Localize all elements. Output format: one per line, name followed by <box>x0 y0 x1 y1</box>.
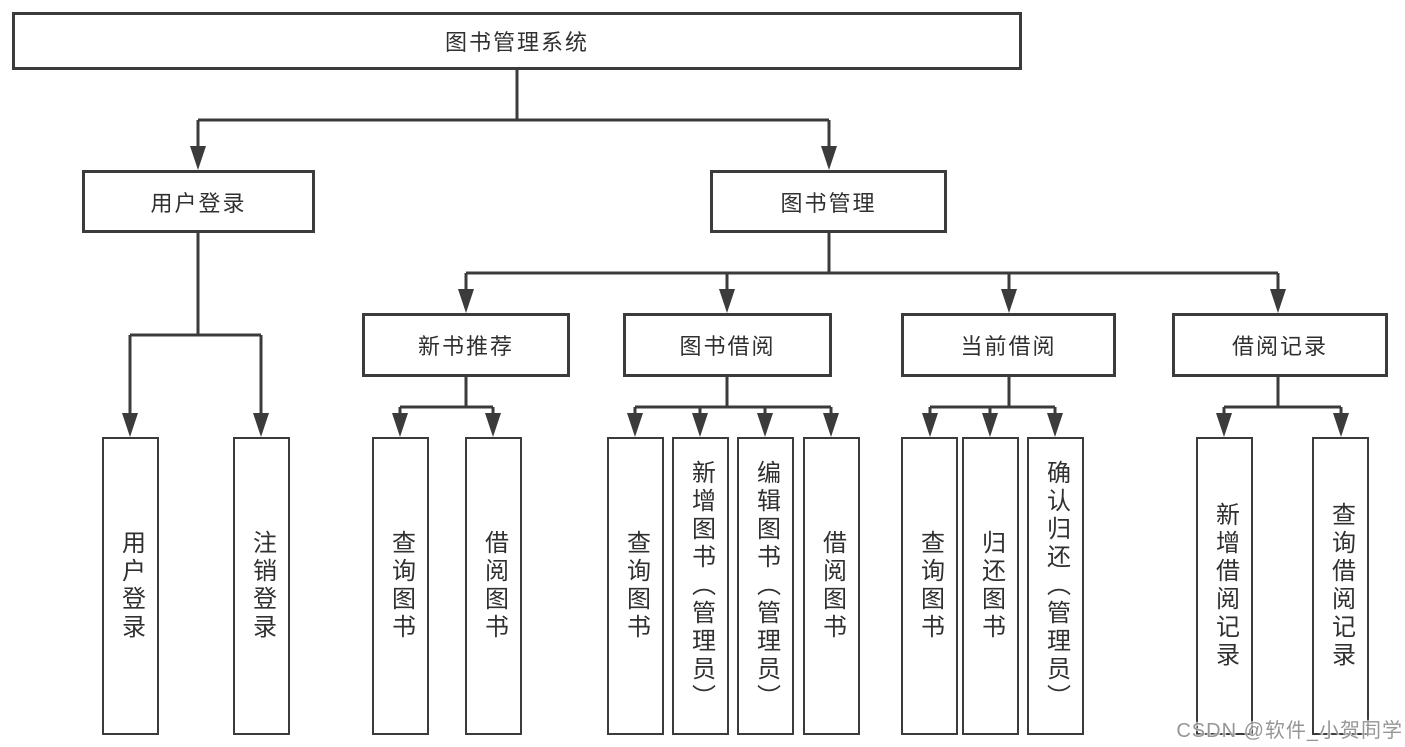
leaf-add-borrow-record: 新增借阅记录 <box>1196 437 1253 735</box>
node-book-borrowing: 图书借阅 <box>623 313 832 377</box>
arrow-to-new-book-recommend <box>458 289 474 313</box>
leaf-query-books-recommend: 查询图书 <box>372 437 429 735</box>
node-current-borrowing: 当前借阅 <box>901 313 1116 377</box>
node-label: 图书管理系统 <box>444 30 589 55</box>
arrow-leaf-6 <box>692 413 708 437</box>
node-label: 图书管理 <box>780 190 877 216</box>
connector-root <box>196 70 831 150</box>
csdn-watermark: CSDN @软件_小贺同学 <box>1176 720 1403 742</box>
leaf-query-books-borrowing: 查询图书 <box>607 437 664 735</box>
node-label: 确认归还（管理员） <box>1042 460 1070 712</box>
node-label: 查询图书 <box>916 530 944 642</box>
node-label: 查询借阅记录 <box>1327 502 1355 670</box>
leaf-return-books: 归还图书 <box>962 437 1019 735</box>
arrow-leaf-4 <box>485 413 501 437</box>
node-label: 借阅图书 <box>818 530 846 642</box>
node-label: 新书推荐 <box>417 334 514 359</box>
node-label: 注销登录 <box>248 530 276 642</box>
arrow-leaf-5 <box>627 413 643 437</box>
leaf-query-books-current: 查询图书 <box>901 437 958 735</box>
arrow-to-book-management <box>821 146 837 170</box>
node-label: 新增借阅记录 <box>1211 502 1239 670</box>
arrow-leaf-2 <box>253 413 269 437</box>
node-label: 新增图书（管理员） <box>687 460 715 712</box>
node-label: 查询图书 <box>387 530 415 642</box>
node-label: 用户登录 <box>117 530 145 642</box>
connector-borrowing-records <box>1222 377 1343 417</box>
node-user-login: 用户登录 <box>82 170 315 233</box>
arrow-leaf-9 <box>922 413 938 437</box>
arrow-to-borrowing-records <box>1270 289 1286 313</box>
arrow-to-book-borrowing <box>719 289 735 313</box>
arrow-leaf-11 <box>1047 413 1063 437</box>
node-label: 归还图书 <box>977 530 1005 642</box>
node-label: 编辑图书（管理员） <box>752 460 780 712</box>
arrow-leaf-12 <box>1216 413 1232 437</box>
connector-book-borrowing <box>633 377 833 417</box>
leaf-borrow-books-recommend: 借阅图书 <box>465 437 522 735</box>
leaf-confirm-return-admin: 确认归还（管理员） <box>1027 437 1084 735</box>
arrow-leaf-3 <box>392 413 408 437</box>
node-label: 查询图书 <box>622 530 650 642</box>
node-label: 借阅记录 <box>1231 334 1328 359</box>
node-library-management-system: 图书管理系统 <box>12 12 1022 70</box>
arrow-leaf-8 <box>823 413 839 437</box>
leaf-query-borrow-record: 查询借阅记录 <box>1312 437 1369 735</box>
leaf-add-books-admin: 新增图书（管理员） <box>672 437 729 735</box>
arrow-leaf-1 <box>122 413 138 437</box>
node-label: 当前借阅 <box>960 334 1057 359</box>
leaf-edit-books-admin: 编辑图书（管理员） <box>737 437 794 735</box>
arrow-leaf-7 <box>757 413 773 437</box>
arrow-to-current-borrowing <box>1001 289 1017 313</box>
connector-book-management <box>464 233 1280 293</box>
arrow-leaf-13 <box>1333 413 1349 437</box>
connector-current-borrowing <box>928 377 1057 417</box>
node-label: 图书借阅 <box>679 334 776 359</box>
leaf-user-login: 用户登录 <box>102 437 159 735</box>
node-label: 用户登录 <box>150 190 247 216</box>
node-borrowing-records: 借阅记录 <box>1172 313 1388 377</box>
connector-user-login <box>128 233 263 417</box>
leaf-borrow-books-borrowing: 借阅图书 <box>803 437 860 735</box>
arrow-leaf-10 <box>982 413 998 437</box>
arrow-to-user-login <box>190 146 206 170</box>
node-book-management: 图书管理 <box>710 170 947 233</box>
connector-new-book-recommend <box>398 377 495 417</box>
node-label: 借阅图书 <box>480 530 508 642</box>
node-new-book-recommend: 新书推荐 <box>362 313 570 377</box>
leaf-logout: 注销登录 <box>233 437 290 735</box>
